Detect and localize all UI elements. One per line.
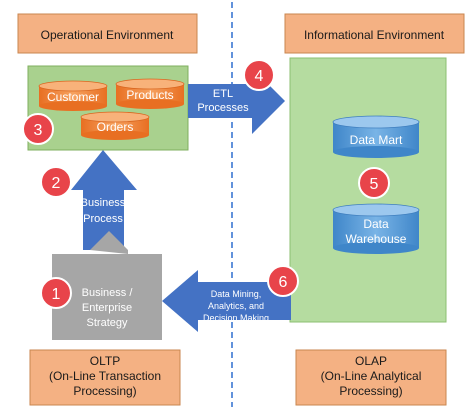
data-warehouse-label-line1: Data	[363, 217, 389, 231]
oltp-label-line2: (On-Line Transaction	[49, 369, 161, 383]
oltp-label-line1: OLTP	[90, 354, 120, 368]
olap-label-line1: OLAP	[355, 354, 387, 368]
products-label: Products	[126, 88, 173, 102]
badge-1-label: 1	[52, 286, 61, 303]
informational-header: Informational Environment	[284, 13, 465, 54]
badge-6-label: 6	[279, 274, 288, 291]
business-process-arrow: Business Process	[71, 150, 137, 250]
operational-header-label: Operational Environment	[41, 28, 174, 42]
strategy-label-line3: Strategy	[87, 317, 128, 329]
olap-label-line3: Processing)	[339, 384, 402, 398]
oltp-label-line3: Processing)	[73, 384, 136, 398]
data-mining-arrow: Data Mining, Analytics, and Decision Mak…	[162, 270, 291, 332]
data-mart-database: Data Mart	[332, 115, 420, 158]
olap-box: OLAP (On-Line Analytical Processing)	[295, 349, 447, 406]
customer-database: Customer	[38, 80, 108, 111]
badge-4-label: 4	[255, 68, 264, 85]
badge-6: 6	[267, 265, 299, 297]
oltp-box: OLTP (On-Line Transaction Processing)	[29, 349, 181, 406]
products-database: Products	[115, 78, 185, 109]
etl-label-line1: ETL	[213, 88, 233, 100]
orders-label: Orders	[97, 120, 134, 134]
etl-label-line2: Processes	[197, 102, 249, 114]
informational-header-label: Informational Environment	[304, 28, 445, 42]
business-strategy-arrow: Business / Enterprise Strategy	[52, 231, 162, 340]
badge-3: 3	[22, 113, 54, 145]
operational-header: Operational Environment	[17, 13, 198, 54]
orders-database: Orders	[80, 111, 150, 140]
olap-label-line2: (On-Line Analytical	[321, 369, 422, 383]
badge-5: 5	[358, 167, 390, 199]
customer-label: Customer	[47, 90, 99, 104]
business-process-label-line1: Business	[81, 197, 126, 209]
mining-label-line3: Decision Making	[203, 313, 269, 323]
badge-5-label: 5	[370, 176, 379, 193]
data-warehouse-label-line2: Warehouse	[346, 232, 407, 246]
data-warehouse-database: Data Warehouse	[332, 203, 420, 254]
badge-2-label: 2	[52, 175, 61, 192]
business-process-label-line2: Process	[83, 213, 123, 225]
badge-2: 2	[40, 166, 72, 198]
badge-4: 4	[243, 59, 275, 91]
strategy-label-line2: Enterprise	[82, 302, 132, 314]
mining-label-line1: Data Mining,	[211, 289, 262, 299]
badge-3-label: 3	[34, 122, 43, 139]
mining-label-line2: Analytics, and	[208, 301, 264, 311]
badge-1: 1	[40, 277, 72, 309]
strategy-label-line1: Business /	[82, 287, 134, 299]
data-mart-label: Data Mart	[350, 133, 403, 147]
